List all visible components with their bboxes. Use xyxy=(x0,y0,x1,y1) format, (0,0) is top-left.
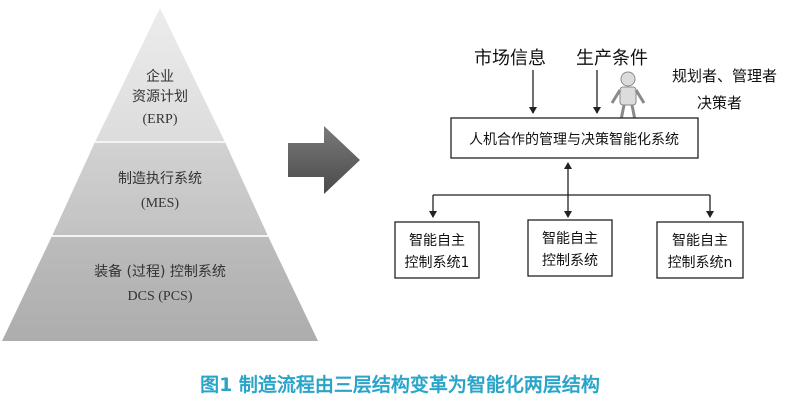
roles-line1: 规划者、管理者 xyxy=(672,67,777,85)
subsystem-box-n xyxy=(656,221,744,279)
pyramid-tier-dcs xyxy=(2,236,318,341)
figure-caption: 图1 制造流程由三层结构变革为智能化两层结构 xyxy=(200,373,600,396)
pyramid-erp-line2: 资源计划 xyxy=(132,89,188,105)
subsystem-box-2 xyxy=(527,219,613,277)
pyramid-mes-line1: 制造执行系统 xyxy=(118,171,202,187)
pyramid-mes-line2: (MES) xyxy=(141,196,179,211)
subsystem-1-line1: 智能自主 xyxy=(409,233,465,249)
right-arrow-icon xyxy=(288,126,360,194)
pyramid-erp-line1: 企业 xyxy=(146,68,174,85)
pyramid-tier-erp xyxy=(95,8,225,142)
pyramid-erp-line3: (ERP) xyxy=(143,112,178,127)
subsystem-2-line2: 控制系统 xyxy=(542,253,598,269)
main-system-box xyxy=(450,117,699,159)
pyramid-tier-mes xyxy=(52,142,268,236)
subsystem-box-1 xyxy=(394,221,480,279)
pyramid: 企业 资源计划 (ERP) 制造执行系统 (MES) 装备 (过程) 控制系统 … xyxy=(2,8,318,341)
input-market-info: 市场信息 xyxy=(474,48,546,69)
subsystem-2-line1: 智能自主 xyxy=(542,231,598,247)
main-system-label: 人机合作的管理与决策智能化系统 xyxy=(469,131,679,148)
subsystem-n-line2: 控制系统n xyxy=(668,255,733,271)
person-icon xyxy=(610,71,646,121)
subsystem-1-line2: 控制系统1 xyxy=(405,255,470,271)
roles-line2: 决策者 xyxy=(697,94,742,112)
transition-arrow xyxy=(288,126,360,194)
subsystem-n-line1: 智能自主 xyxy=(672,233,728,249)
intelligent-two-layer-diagram: 市场信息 生产条件 规划者、管理者 决策者 人机合作的管理与决策智能化系统 智能… xyxy=(394,48,777,279)
pyramid-dcs-line2: DCS (PCS) xyxy=(128,289,193,304)
pyramid-dcs-line1: 装备 (过程) 控制系统 xyxy=(94,263,226,280)
input-production-conditions: 生产条件 xyxy=(576,48,648,69)
